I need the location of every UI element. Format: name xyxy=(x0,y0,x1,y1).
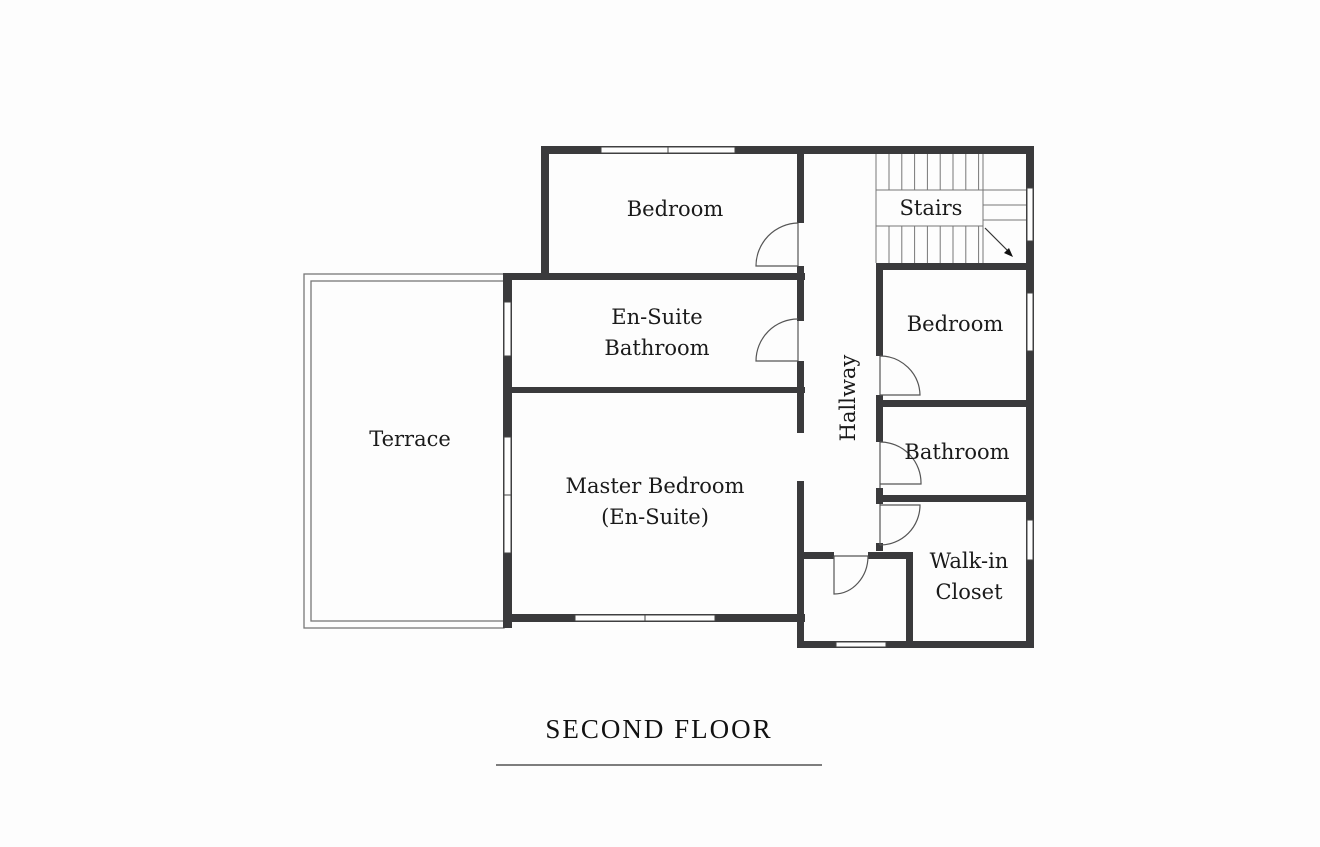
stairs-treads xyxy=(875,154,1026,263)
room-label-master-bedroom: Master Bedroom(En-Suite) xyxy=(566,474,745,529)
arrow-head-icon xyxy=(1004,248,1013,257)
hallway-label: Hallway xyxy=(836,355,860,442)
room-label-terrace: Terrace xyxy=(369,427,451,451)
room-label-bathroom: Bathroom xyxy=(904,440,1009,464)
stairs-arrow xyxy=(984,227,1011,254)
room-label-bedroom-2: Bedroom xyxy=(907,312,1004,336)
windows xyxy=(503,146,1034,648)
terrace-outline xyxy=(303,273,505,629)
floor-title: SECOND FLOOR xyxy=(545,714,772,744)
room-label-stairs: Stairs xyxy=(900,196,963,220)
room-label-bedroom-1: Bedroom xyxy=(627,197,724,221)
doors xyxy=(755,222,922,595)
